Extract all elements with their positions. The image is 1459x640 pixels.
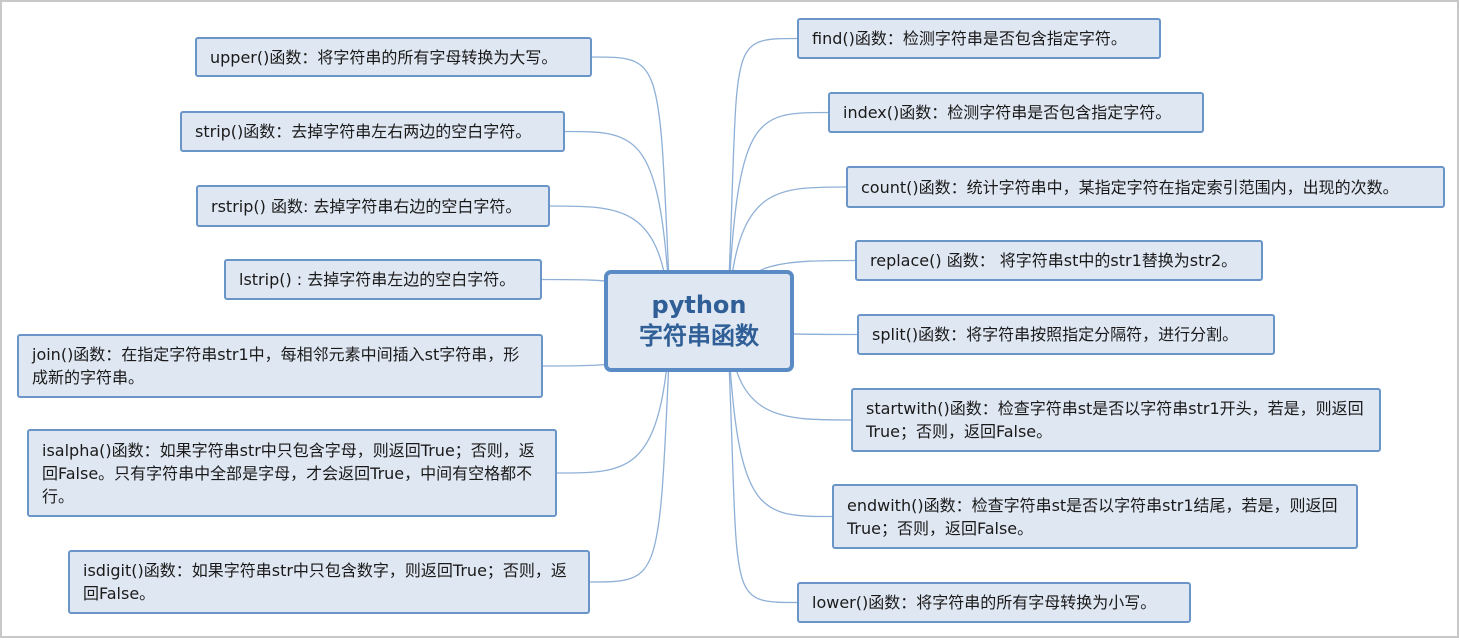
topic-replace-text: replace() 函数： 将字符串st中的str1替换为str2。 — [870, 251, 1238, 270]
topic-strip-text: strip()函数：去掉字符串左右两边的空白字符。 — [195, 122, 532, 141]
topic-startwith[interactable]: startwith()函数：检查字符串st是否以字符串str1开头，若是，则返回… — [851, 388, 1381, 452]
connector-isalpha — [556, 343, 670, 474]
central-topic-line1: python — [651, 291, 747, 319]
topic-lstrip[interactable]: lstrip() : 去掉字符串左边的空白字符。 — [224, 259, 542, 300]
topic-endwith[interactable]: endwith()函数：检查字符串st是否以字符串str1结尾，若是，则返回Tr… — [832, 484, 1358, 549]
topic-count[interactable]: count()函数：统计字符串中，某指定字符在指定索引范围内，出现的次数。 — [846, 166, 1445, 208]
connector-find — [728, 37, 798, 279]
topic-index-text: index()函数：检测字符串是否包含指定字符。 — [843, 103, 1172, 122]
topic-rstrip[interactable]: rstrip() 函数: 去掉字符串右边的空白字符。 — [196, 185, 550, 227]
topic-replace[interactable]: replace() 函数： 将字符串st中的str1替换为str2。 — [855, 240, 1263, 281]
connector-index — [728, 111, 829, 290]
topic-isalpha[interactable]: isalpha()函数：如果字符串str中只包含字母，则返回True；否则，返回… — [27, 429, 557, 517]
topic-isdigit[interactable]: isdigit()函数：如果字符串str中只包含数字，则返回True；否则，返回… — [68, 550, 590, 614]
connector-strip — [564, 130, 670, 293]
topic-strip[interactable]: strip()函数：去掉字符串左右两边的空白字符。 — [180, 111, 565, 152]
connector-count — [728, 186, 847, 301]
central-topic[interactable]: python 字符串函数 — [604, 270, 794, 372]
topic-upper-text: upper()函数：将字符串的所有字母转换为大写。 — [210, 47, 558, 67]
central-topic-line2: 字符串函数 — [639, 322, 759, 350]
topic-count-text: count()函数：统计字符串中，某指定字符在指定索引范围内，出现的次数。 — [861, 177, 1399, 197]
topic-join-text: join()函数：在指定字符串str1中，每相邻元素中间插入st字符串，形成新的… — [32, 345, 520, 387]
topic-isalpha-text: isalpha()函数：如果字符串str中只包含字母，则返回True；否则，返回… — [42, 440, 535, 506]
topic-lower-text: lower()函数：将字符串的所有字母转换为小写。 — [812, 593, 1157, 612]
topic-isdigit-text: isdigit()函数：如果字符串str中只包含数字，则返回True；否则，返回… — [83, 561, 567, 603]
topic-join[interactable]: join()函数：在指定字符串str1中，每相邻元素中间插入st字符串，形成新的… — [17, 334, 543, 398]
topic-lstrip-text: lstrip() : 去掉字符串左边的空白字符。 — [239, 270, 516, 289]
topic-startwith-text: startwith()函数：检查字符串st是否以字符串str1开头，若是，则返回… — [866, 399, 1364, 441]
topic-upper[interactable]: upper()函数：将字符串的所有字母转换为大写。 — [195, 37, 592, 77]
connector-upper — [591, 56, 670, 282]
topic-rstrip-text: rstrip() 函数: 去掉字符串右边的空白字符。 — [211, 196, 522, 216]
topic-find[interactable]: find()函数：检测字符串是否包含指定字符。 — [797, 18, 1161, 59]
topic-lower[interactable]: lower()函数：将字符串的所有字母转换为小写。 — [797, 582, 1191, 623]
topic-index[interactable]: index()函数：检测字符串是否包含指定字符。 — [828, 92, 1204, 133]
connector-lower — [728, 363, 798, 604]
topic-find-text: find()函数：检测字符串是否包含指定字符。 — [812, 29, 1127, 48]
connector-endwith — [728, 350, 833, 518]
connector-isdigit — [589, 360, 670, 583]
topic-split[interactable]: split()函数：将字符串按照指定分隔符，进行分割。 — [857, 314, 1275, 355]
topic-endwith-text: endwith()函数：检查字符串st是否以字符串str1结尾，若是，则返回Tr… — [847, 495, 1338, 538]
topic-split-text: split()函数：将字符串按照指定分隔符，进行分割。 — [872, 325, 1239, 344]
